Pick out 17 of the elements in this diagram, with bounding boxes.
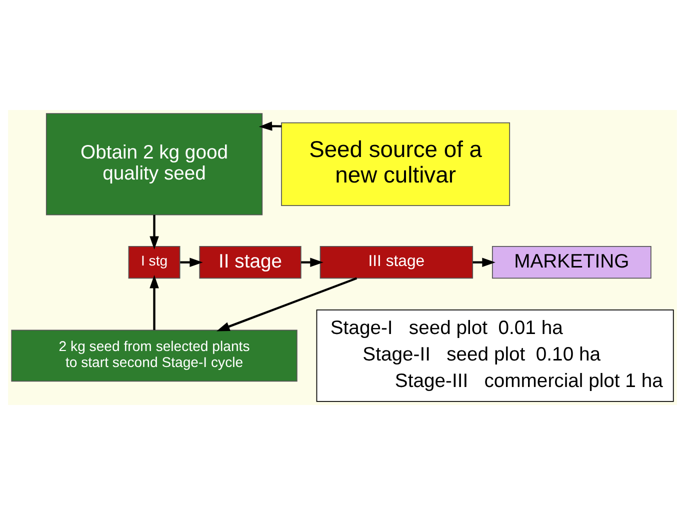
arrow bbox=[216, 276, 358, 331]
label: Stage-III commercial plot 1 ha bbox=[394, 370, 663, 392]
arrow bbox=[150, 274, 159, 330]
arrow bbox=[472, 257, 496, 266]
arrow bbox=[258, 121, 282, 130]
node-box: I stg bbox=[128, 246, 180, 278]
label: Stage-I seed plot 0.01 ha bbox=[330, 316, 563, 339]
node-box: Obtain 2 kg good quality seed bbox=[46, 112, 263, 215]
arrow bbox=[150, 214, 159, 250]
node-box: III stage bbox=[320, 246, 474, 278]
node-box: II stage bbox=[199, 246, 302, 278]
arrow bbox=[180, 257, 203, 266]
node-box: Seed source of a new cultivar bbox=[281, 122, 510, 206]
node-box: MARKETING bbox=[492, 246, 652, 278]
arrow bbox=[301, 257, 324, 266]
node-box: 2 kg seed from selected plants to start second Stage-I cycle bbox=[11, 329, 298, 382]
label: Stage-II seed plot 0.10 ha bbox=[362, 343, 601, 366]
